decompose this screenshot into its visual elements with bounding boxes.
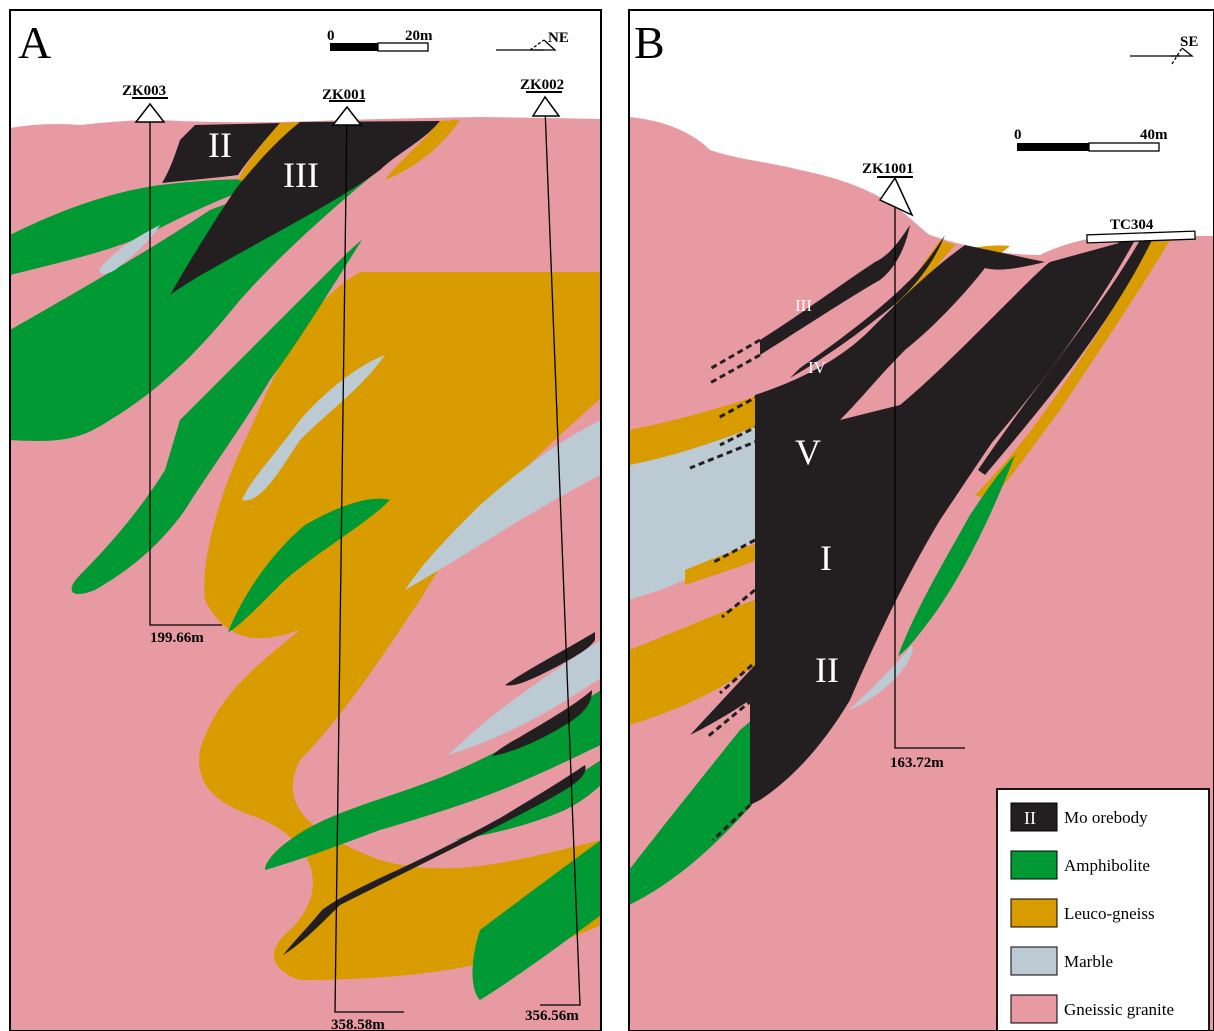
scale-b-end: 40m [1140,127,1168,143]
hole-label-zk001: ZK001 [322,87,366,103]
panel-a-scale-bar: 0 20m [327,28,433,52]
legend: II Mo orebody Amphibolite Leuco-gneiss M… [996,788,1210,1031]
panel-a: ZK003 ZK001 ZK002 199.66m 358.58m 356.56… [9,9,602,1031]
hole-label-zk003: ZK003 [122,83,166,99]
legend-label-1: Amphibolite [1064,856,1150,875]
panel-a-leuco-gneiss-main [199,272,601,980]
legend-item-amphibolite: Amphibolite [1010,850,1150,880]
drillhole-zk001-line [334,109,404,1013]
panel-a-letter: A [18,17,51,68]
drillhole-zk002-line [540,107,581,1006]
collar-zk003-icon [134,102,166,123]
hole-depth-zk1001: 163.72m [890,755,944,771]
panel-b-letter: B [634,17,665,68]
legend-item-mo-orebody: II Mo orebody [1010,802,1148,832]
panel-a-orebody-vein-1 [505,632,595,686]
panel-a-leuco-rim-2 [385,120,460,180]
orebody-label-II-b: II [815,650,839,690]
hole-depth-zk001: 358.58m [331,1017,385,1031]
panel-a-marble-lens-2 [99,225,160,274]
orebody-label-IV-b: IV [808,358,827,377]
panel-a-amphibolite-3 [71,240,362,595]
panel-a-amphibolite-5 [265,690,601,870]
orebody-label-I-b: I [820,538,832,578]
panel-b-orebody-thin-2 [978,240,1152,475]
panel-b-orebody-III [760,225,910,355]
legend-label-2: Leuco-gneiss [1064,904,1155,923]
hole-depth-zk003: 199.66m [150,630,204,646]
panel-b-leuco-1 [629,395,760,465]
scale-a-start: 0 [327,28,335,44]
panel-b-orebody-V-I-II [690,240,1130,805]
legend-item-gneissic-granite: Gneissic granite [1010,994,1174,1024]
legend-label-4: Gneissic granite [1064,1000,1174,1019]
drillhole-zk1001-line [894,185,965,749]
hole-depth-zk002: 356.56m [525,1008,579,1024]
panel-a-amphibolite-4 [228,498,390,632]
collar-zk002-icon [531,95,561,117]
panel-b-dashed-extensions [689,338,761,842]
panel-b-leuco-6 [975,240,1170,500]
panel-a-collars [132,91,562,126]
orebody-label-III-b: III [795,296,812,315]
panel-a-marble-lens-1 [242,355,385,501]
panel-a-geology [10,117,601,1031]
panel-a-marble-band-1 [405,420,601,590]
panel-b-scale-bar: 0 40m [1014,127,1168,152]
collar-zk001-icon [331,105,363,126]
panel-b-leuco-3 [685,540,770,585]
panel-a-orebody-vein-2 [492,690,592,756]
collar-zk1001-icon [878,176,914,217]
orebody-label-III-a: III [283,155,319,195]
panel-b-amphibolite-1 [629,720,752,905]
panel-b-direction-icon [1130,47,1194,65]
orebody-label-II-a: II [208,125,232,165]
legend-item-leuco-gneiss: Leuco-gneiss [1010,898,1155,928]
drillhole-zk003-line [149,110,222,626]
panel-b: ZK1001 163.72m TC304 III IV V I II 0 40m… [628,9,1214,1031]
hole-label-zk1001: ZK1001 [862,161,914,177]
legend-label-3: Marble [1064,952,1113,971]
panel-a-orebody-vein-3 [283,765,586,955]
panel-b-orebody-thin-1 [950,240,1135,480]
panel-b-geology [629,117,1214,1031]
hole-label-zk002: ZK002 [520,77,564,93]
trench-label-tc304: TC304 [1110,217,1154,233]
legend-label-0: Mo orebody [1064,808,1148,827]
orebody-label-V-b: V [795,432,821,472]
trench-tc304 [1086,230,1196,244]
panel-b-leuco-2 [629,600,755,725]
panel-a-orebody-III [170,121,440,295]
scale-a-end: 20m [405,28,433,44]
legend-item-marble: Marble [1010,946,1113,976]
panel-a-drillholes [149,107,581,1013]
direction-b-label: SE [1180,34,1198,50]
panel-a-direction-icon [496,39,557,51]
panel-b-amphibolite-2 [898,455,1015,656]
scale-b-start: 0 [1014,127,1022,143]
direction-a-label: NE [548,30,569,46]
panel-a-amphibolite-2 [10,165,385,441]
panel-a-amphibolite-1 [10,179,270,275]
panel-a-amphibolite-6 [472,840,601,1000]
legend-key-symbol: II [1024,808,1036,828]
panel-a-orebody-II [162,123,280,183]
panel-a-marble-band-2 [448,640,601,755]
